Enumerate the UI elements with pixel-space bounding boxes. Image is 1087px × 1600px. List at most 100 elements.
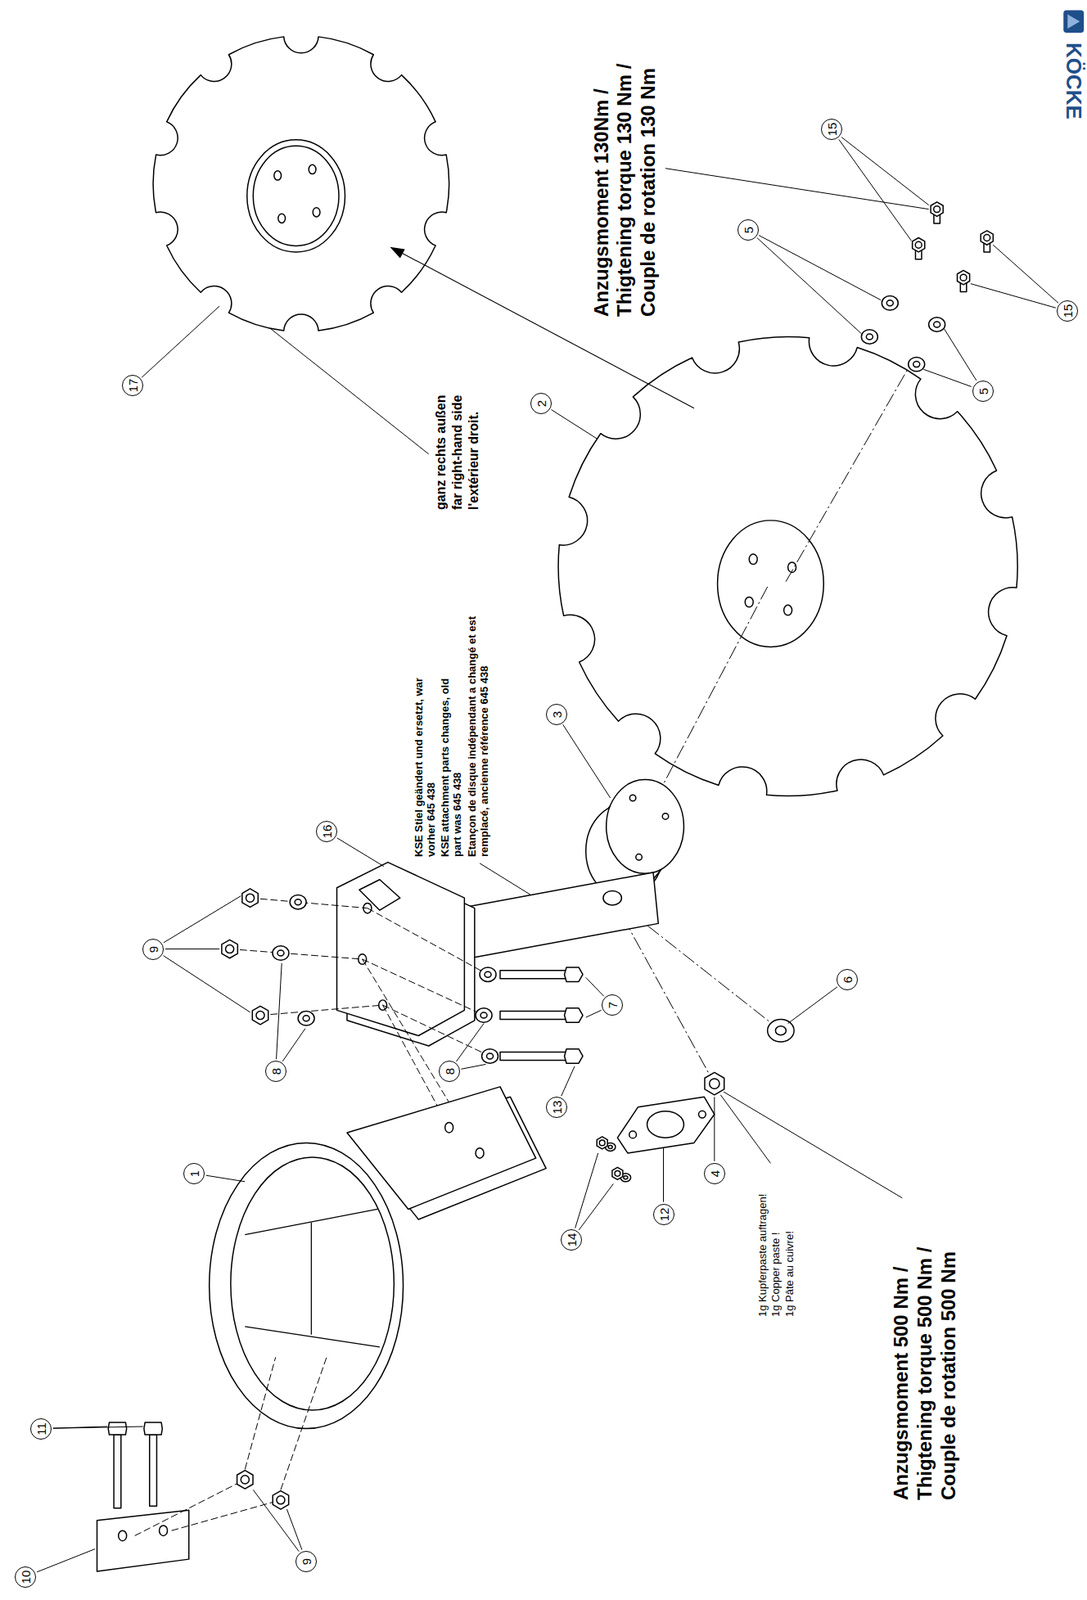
leader-line: [923, 369, 971, 387]
leader-line: [163, 896, 241, 943]
washer-hole: [277, 950, 285, 957]
callout-number: 8: [438, 1060, 461, 1083]
assembly-line: [383, 1005, 491, 1056]
washer: [482, 1049, 499, 1064]
callout-number: 9: [142, 938, 164, 961]
callout-number: 10: [14, 1566, 37, 1588]
assembly-line: [367, 908, 488, 975]
bolt-shank: [113, 1434, 122, 1509]
logo-mark-inner: [1067, 13, 1080, 28]
bolt-head: [564, 1049, 583, 1064]
leader-line: [252, 1489, 299, 1552]
clamp-web: [311, 1222, 312, 1336]
bolt-shank: [149, 1434, 158, 1507]
bearing-flange: [617, 1096, 714, 1154]
bolt-hole: [748, 554, 758, 564]
leader-line: [282, 1028, 306, 1062]
lubrication-note: 1g Pâte au cuivre!: [784, 1231, 797, 1318]
washer: [767, 1019, 794, 1042]
washer-hole: [302, 1015, 310, 1022]
bolt-head: [108, 1422, 127, 1435]
screw-head-bore: [614, 1170, 621, 1177]
leader-line: [943, 328, 976, 380]
position-note: l'extérieur droit.: [466, 411, 482, 510]
stem-arm: [459, 872, 659, 960]
bolt-head: [564, 967, 583, 982]
washer: [861, 329, 878, 344]
leader-line: [723, 1091, 903, 1199]
leader-line: [479, 863, 531, 896]
callout-number: 7: [601, 994, 623, 1016]
leader-line: [551, 410, 598, 440]
hub-hole: [629, 794, 636, 801]
leader-line: [720, 1095, 771, 1164]
position-note: far right-hand side: [450, 395, 465, 510]
callout-number: 2: [530, 392, 552, 415]
leader-line: [53, 1426, 144, 1429]
leader-line: [163, 956, 251, 1013]
hex-nut: [272, 1491, 289, 1510]
screw-head: [612, 1167, 623, 1180]
washer: [297, 1011, 315, 1026]
callout-number: 12: [653, 1204, 675, 1226]
torque-note: Couple de rotation 500 Nm: [937, 1251, 961, 1501]
washer: [479, 967, 497, 982]
leader-line: [337, 838, 384, 867]
leader-line: [838, 139, 912, 242]
parts-layer: [97, 9, 1085, 1572]
leader-line: [665, 168, 930, 210]
callout-number: 16: [315, 820, 338, 843]
flange-hole: [475, 1148, 484, 1159]
callout-number: 8: [265, 1060, 287, 1083]
bolt-hole: [312, 207, 321, 217]
hex-nut-bore: [709, 1078, 720, 1089]
washer: [289, 894, 307, 909]
brand-logo: KÖCKE: [1061, 42, 1086, 120]
clamp-ring-inner: [230, 1157, 394, 1411]
assembly-line: [280, 1357, 327, 1490]
hex-bolt-head-bore: [983, 234, 991, 242]
callout-number: 5: [972, 380, 994, 402]
position-note: ganz rechts außen: [433, 395, 449, 510]
hex-bolt-head-bore: [915, 241, 922, 249]
torque-note: Thigtening torque 500 Nm /: [913, 1247, 937, 1501]
leader-line: [586, 977, 605, 997]
notched-disc: [153, 36, 450, 331]
hex-nut-bore: [225, 944, 235, 953]
hex-nut-bore: [256, 1011, 265, 1020]
hex-nut: [252, 1005, 268, 1024]
callout-number: 17: [121, 374, 144, 397]
change-note: KSE Stiel geändert und ersetzt, war vorh…: [413, 660, 438, 857]
hex-bolt-head-bore: [933, 206, 941, 213]
small-washer-hole: [623, 1176, 628, 1180]
hex-bolt-head: [980, 230, 993, 245]
leader-line: [455, 1023, 484, 1062]
washer-hole: [480, 1012, 488, 1019]
clamp-plate: [97, 1510, 190, 1572]
leader-line: [970, 284, 1056, 309]
lubrication-note: 1g Kupferpaste auftragen!: [757, 1193, 770, 1317]
callout-number: 14: [560, 1229, 582, 1251]
leader-line: [758, 235, 881, 301]
small-washer-hole: [608, 1145, 613, 1149]
leader-line: [788, 987, 838, 1024]
leader-line: [141, 306, 220, 378]
axle-hole: [603, 890, 622, 905]
washer: [881, 296, 898, 311]
hub-hole: [662, 813, 668, 820]
callout-number: 6: [836, 969, 858, 991]
leader-lines: [36, 137, 1059, 1573]
washer: [908, 356, 925, 371]
clamp-ring: [209, 1142, 404, 1429]
torque-note: Anzugsmoment 500 Nm /: [889, 1267, 913, 1501]
assembly-line: [244, 1357, 276, 1470]
flange-hole: [699, 1110, 707, 1119]
hex-nut-bore: [240, 1475, 249, 1484]
hex-bolt-head-bore: [960, 274, 967, 281]
hub-hole: [635, 854, 642, 861]
leader-line: [286, 1509, 302, 1551]
bolt-shank: [500, 970, 568, 979]
washer-hole: [886, 300, 894, 307]
callout-number: 5: [737, 219, 759, 241]
leader-line: [757, 238, 862, 334]
